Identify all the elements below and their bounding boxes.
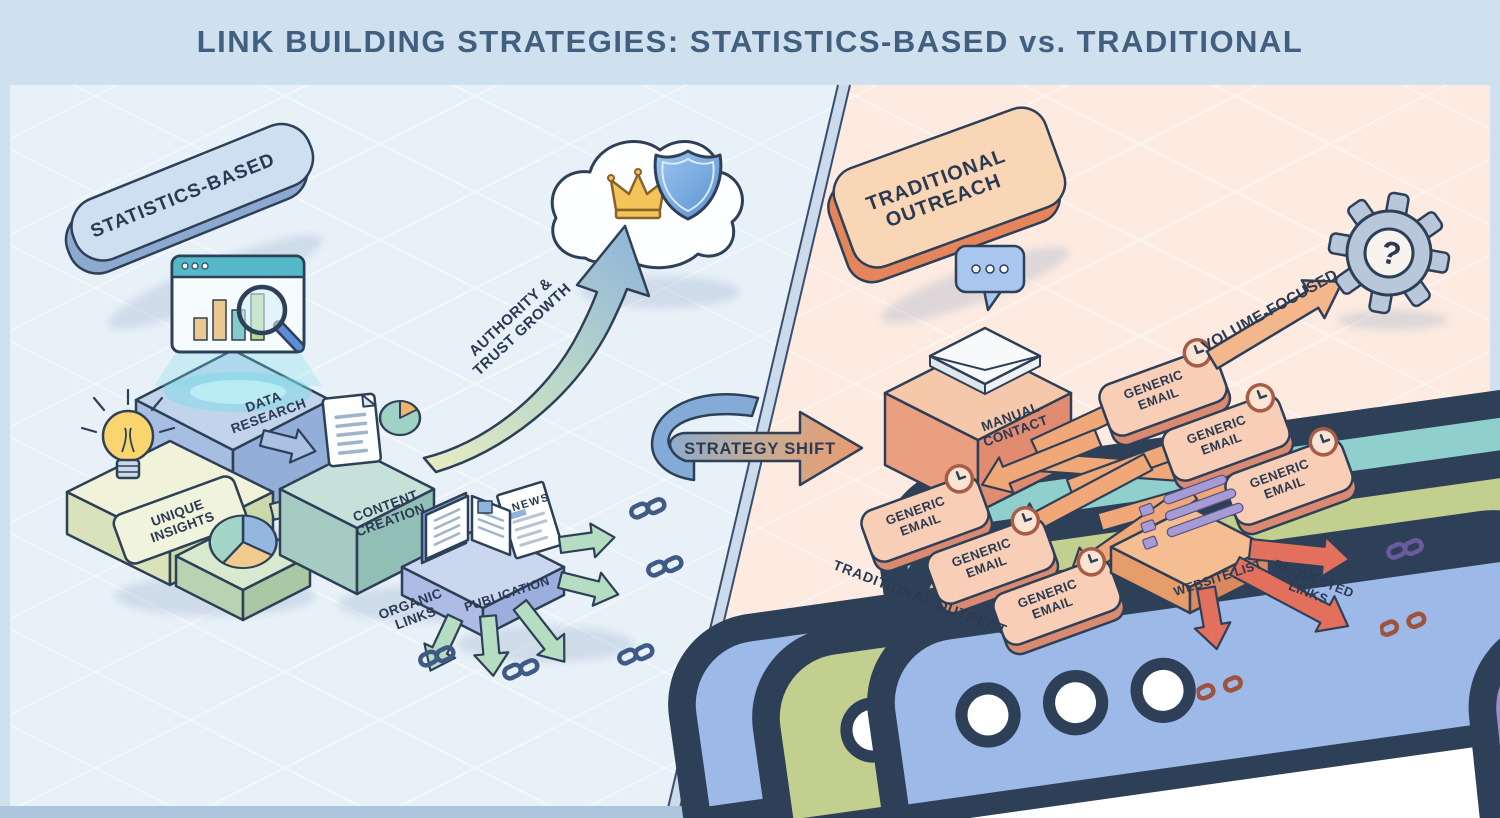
pie-chart-icon (208, 514, 278, 570)
statistics-badge (64, 122, 315, 275)
crown-icon (607, 168, 669, 220)
clock-icon (1245, 383, 1276, 413)
mini-pie-icon (378, 399, 422, 437)
authority-cloud-icon (550, 140, 744, 270)
green-arrow (512, 598, 566, 663)
green-arrow (473, 614, 510, 677)
glow-effect (154, 352, 322, 412)
envelope-icon (928, 326, 1042, 395)
clock-icon (1182, 338, 1213, 368)
red-arrow (1193, 585, 1232, 651)
red-arrow (1247, 535, 1351, 578)
news-paper-icon (496, 480, 563, 560)
requested-link-arrows (1193, 535, 1351, 651)
clock-icon (944, 464, 975, 494)
flow-arrow (258, 428, 317, 464)
generic-email-tile (992, 547, 1126, 656)
generic-email-tile (860, 464, 994, 573)
generic-email-tile (1098, 338, 1232, 447)
organic-link-arrows (423, 522, 620, 677)
page-title: LINK BUILDING STRATEGIES: STATISTICS-BAS… (196, 24, 1304, 59)
analytics-browser-icon (170, 254, 306, 354)
green-arrow (557, 522, 616, 559)
clock-icon (1076, 547, 1107, 577)
authority-growth-arrow (422, 224, 651, 474)
open-book-icon (420, 491, 512, 565)
traditional-badge (827, 106, 1067, 284)
speech-bubble-icon (954, 244, 1026, 312)
generic-email-tile (1224, 427, 1358, 536)
green-arrow (556, 571, 620, 607)
unique-insights-tag (112, 475, 248, 565)
generic-email-tiles (860, 338, 1358, 656)
lightbulb-icon (80, 388, 176, 480)
strategy-shift-arrow (650, 393, 864, 487)
volume-focused-arrow (1205, 279, 1344, 370)
gear-icon (1327, 191, 1451, 315)
list-icon (1138, 474, 1244, 550)
clock-icon (1308, 427, 1339, 457)
green-arrow (423, 613, 464, 672)
magnifier-icon (236, 284, 305, 353)
red-arrow (1229, 556, 1350, 633)
generic-email-tile (1161, 383, 1295, 492)
document-icon (321, 392, 383, 468)
shield-icon (653, 149, 723, 221)
manual-contact-platform (883, 326, 1073, 514)
clock-icon (1010, 506, 1041, 536)
orange-arrow (981, 428, 1103, 494)
content-creation-platform (278, 392, 436, 596)
generic-email-tile (926, 506, 1060, 615)
pie-chart-platform (174, 514, 312, 622)
strategy-shift-label: STRATEGY SHIFT (684, 439, 836, 458)
